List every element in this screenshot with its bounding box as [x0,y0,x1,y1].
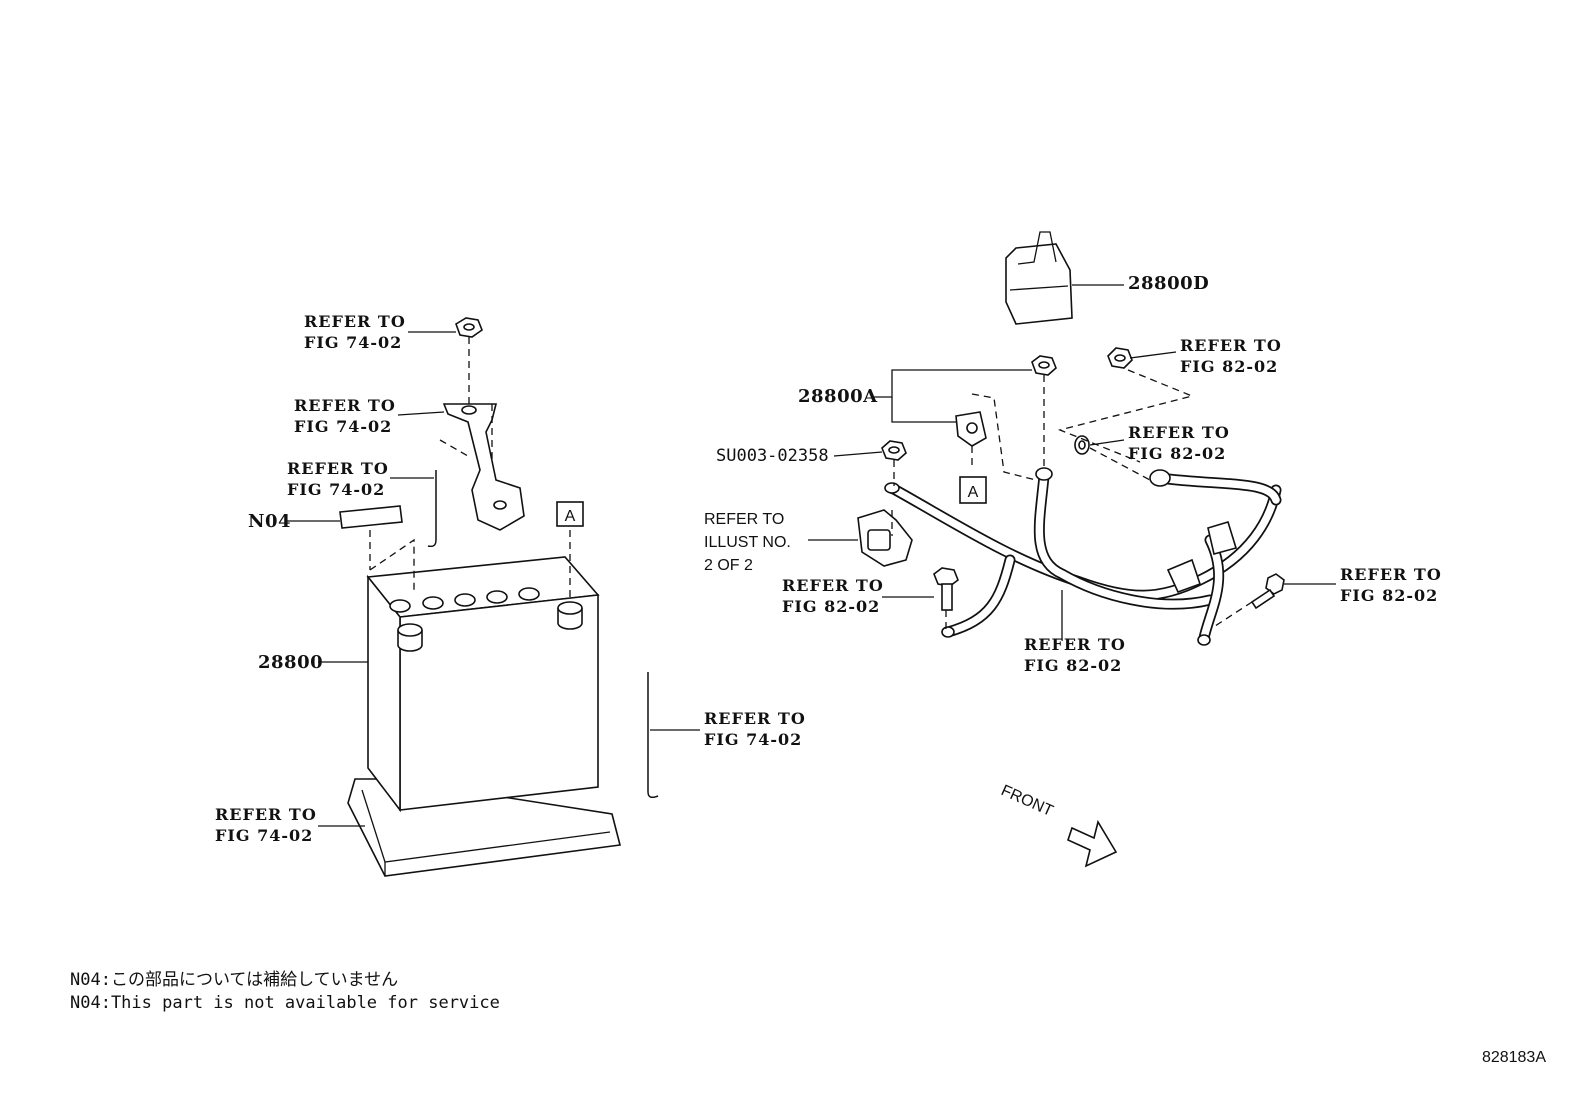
battery-terminal-connector [857,509,913,567]
part-number-28800a: 28800A [798,386,878,407]
callout-rod-left: REFER TO FIG 74-02 [287,459,395,499]
callout-nut-right: REFER TO FIG 82-02 [1180,336,1288,376]
front-direction-indicator: FRONT [998,782,1118,868]
hold-down-rod-left [427,470,437,548]
callout-bolt-right: REFER TO FIG 82-02 [1340,565,1448,605]
callout-nut-top: REFER TO FIG 74-02 [304,312,412,352]
ref-marker-a-left: A [556,501,584,527]
footnote: N04:この部品については補給していません N04:This part is n… [70,970,500,1013]
callout-illust-2-of-2: REFER TO ILLUST NO. 2 OF 2 [704,511,795,574]
part-number-28800: 28800 [258,652,323,673]
battery-28800 [366,556,600,813]
nut-right [1107,347,1133,369]
part-number-n04: N04 [248,511,291,532]
callout-washer: REFER TO FIG 82-02 [1128,423,1236,463]
bolt-left [933,567,959,611]
callout-tray: REFER TO FIG 74-02 [215,805,323,845]
n04-label-sticker [339,505,403,529]
svg-text:A: A [565,508,576,525]
callout-harness: REFER TO FIG 82-02 [1024,635,1132,675]
nut-su003 [881,440,907,461]
callout-rod-right: REFER TO FIG 74-02 [704,709,812,749]
callout-clamp: REFER TO FIG 74-02 [294,396,402,436]
part-number-28800d: 28800D [1128,273,1209,294]
front-label: FRONT [998,782,1055,820]
svg-text:A: A [968,484,979,501]
callout-bolt-left: REFER TO FIG 82-02 [782,576,890,616]
front-arrow-icon [1067,819,1118,868]
part-number-su003: SU003-02358 [716,446,829,466]
nut-cover [1031,355,1057,376]
terminal-clamp-28800a [955,411,987,447]
battery-clamp [442,403,525,531]
hold-down-rod-right [647,672,659,798]
nut-top-left [455,317,483,338]
battery-cable-harness [884,467,1282,646]
illustration-id: 828183A [1482,1049,1546,1066]
ref-marker-a-right: A [959,476,987,504]
terminal-cover-28800d [1005,231,1073,325]
bolt-right [1250,573,1285,610]
